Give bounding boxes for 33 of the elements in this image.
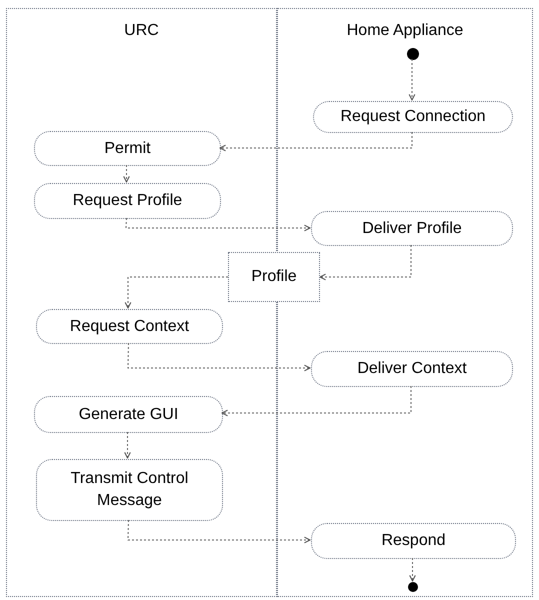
flow-arrow: [221, 386, 412, 416]
flow-arrow: [127, 342, 311, 372]
flow-arrow: [219, 132, 412, 152]
flow-arrow: [124, 432, 131, 459]
action-label: Transmit Control Message: [70, 469, 190, 511]
flow-arrow: [408, 58, 416, 101]
action-label: Request Profile: [72, 191, 182, 211]
action-box: [311, 351, 513, 387]
flow-arrow: [123, 164, 130, 183]
action-label: Permit: [104, 138, 151, 158]
action-box: [36, 309, 223, 344]
flow-arrow: [124, 276, 228, 309]
flow-arrow: [127, 520, 311, 544]
flow-arrow: [409, 558, 416, 582]
action-box: [311, 211, 513, 246]
action-label: Generate GUI: [78, 404, 178, 424]
lane-heading: Home Appliance: [346, 21, 464, 41]
action-label: Request Connection: [340, 107, 486, 127]
lane-heading: URC: [124, 21, 159, 41]
object-box: [228, 252, 320, 302]
flow-arrow: [125, 218, 311, 232]
object-label: Profile: [251, 267, 297, 287]
action-box: [34, 131, 221, 166]
action-box: [36, 459, 223, 521]
action-box: [311, 523, 516, 559]
action-box: [313, 101, 513, 133]
action-label: Request Context: [70, 316, 190, 336]
action-label: Respond: [381, 531, 446, 551]
action-box: [34, 396, 223, 433]
flow-arrow: [319, 244, 412, 280]
action-label: Deliver Context: [357, 359, 467, 379]
action-label: Deliver Profile: [362, 218, 462, 238]
action-box: [34, 183, 221, 219]
